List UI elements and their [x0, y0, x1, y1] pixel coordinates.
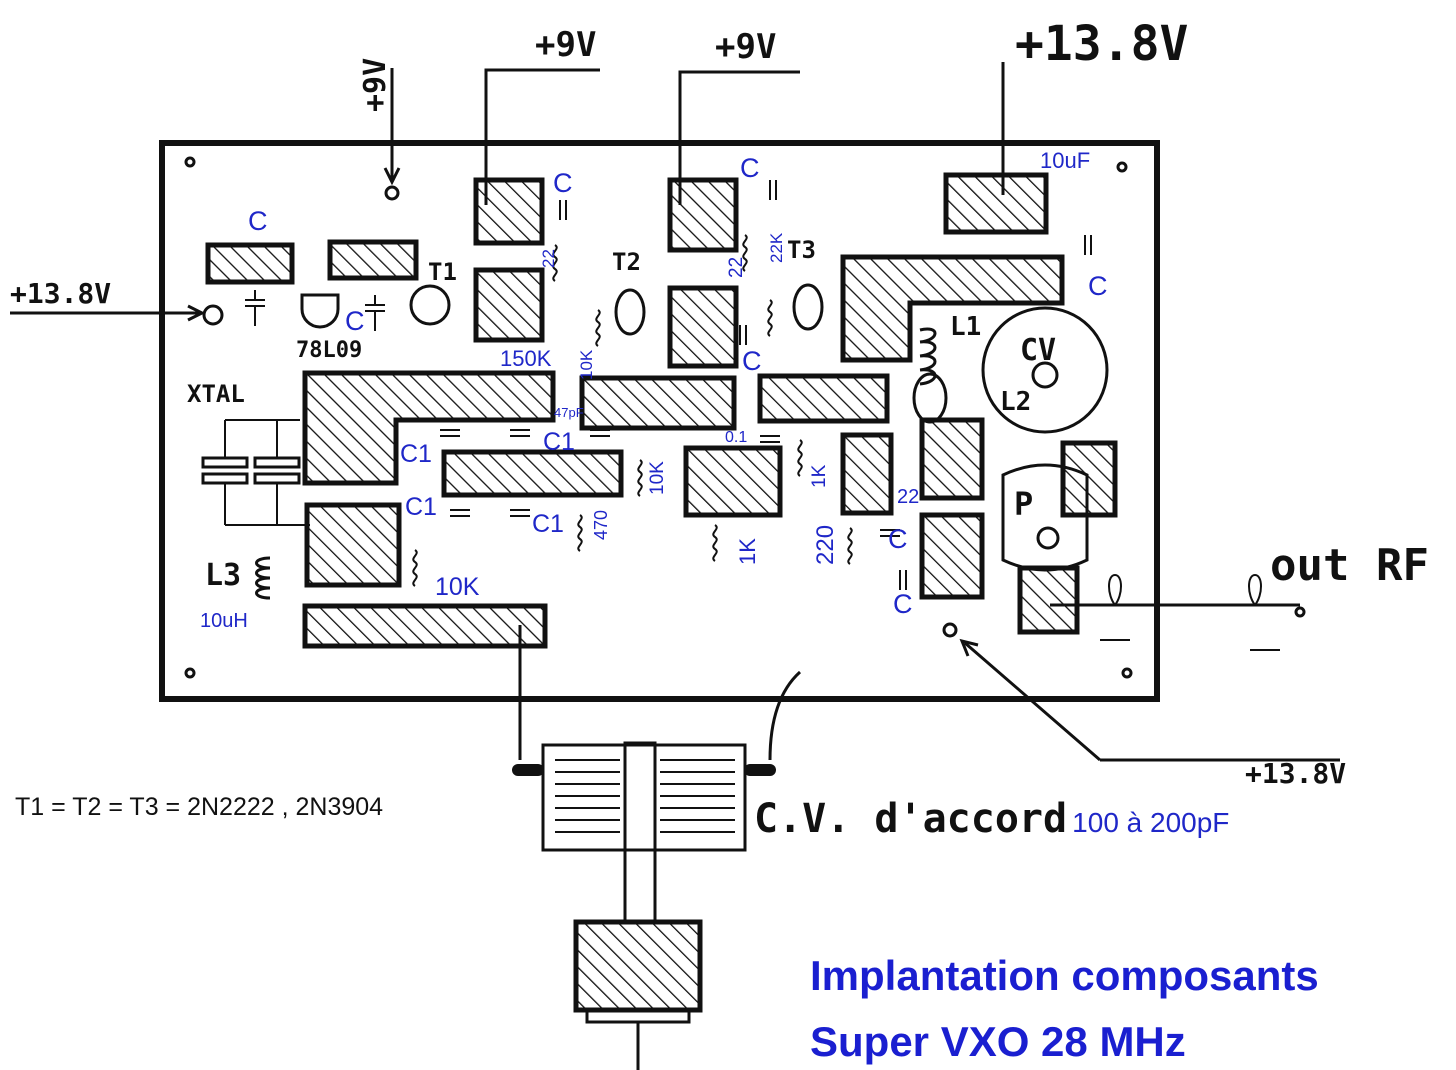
label-plus-9v-vertical: +9V [358, 58, 393, 112]
label-c-t3-a: C [888, 524, 908, 554]
label-plus-9v-top-b: +9V [715, 27, 776, 67]
label-c1-a: C1 [400, 440, 432, 468]
label-r-22-a: 22 [539, 249, 558, 268]
supply-wiring [10, 62, 1340, 762]
label-c-out: C [1088, 271, 1108, 301]
label-regulator: 78L09 [296, 338, 362, 363]
label-out-rf: out RF [1270, 540, 1429, 591]
label-l2: L2 [1000, 387, 1031, 417]
label-p: P [1014, 485, 1033, 523]
label-t2: T2 [612, 248, 641, 276]
tuning-capacitor [512, 741, 776, 1070]
components [201, 180, 1306, 651]
copper-pads [205, 172, 1118, 649]
label-plus-13-8v-bottom: +13.8V [1245, 757, 1346, 790]
transistor-note: T1 = T2 = T3 = 2N2222 , 2N3904 [15, 793, 384, 821]
label-r-1k-a: 1K [809, 464, 830, 488]
label-c1-b: C1 [543, 428, 575, 456]
label-c-regulator-out: C [345, 306, 365, 336]
cv-accord-value: 100 à 200pF [1072, 807, 1230, 838]
title-line-1: Implantation composants [810, 952, 1319, 999]
label-l3-value: 10uH [200, 610, 248, 632]
cv-accord-label: C.V. d'accord [754, 796, 1068, 842]
label-c-t2-top: C [740, 153, 760, 183]
label-plus-13-8v-top: +13.8V [1015, 16, 1188, 72]
label-plus-13-8v-left: +13.8V [10, 277, 111, 310]
label-r-10k-c: 10K [647, 461, 668, 495]
title-line-2: Super VXO 28 MHz [810, 1018, 1186, 1065]
label-r-10k-a: 10K [435, 573, 480, 601]
label-t3: T3 [787, 236, 816, 264]
label-c-regulator: C [248, 206, 268, 236]
label-r-22-b: 22 [726, 257, 747, 278]
label-r-1k-b: 1K [735, 538, 760, 565]
label-l1: L1 [950, 312, 981, 342]
label-c-t1: C [553, 168, 573, 198]
label-c-0-1: 0.1 [725, 429, 747, 446]
label-c1-d: C1 [532, 510, 564, 538]
label-l3: L3 [205, 558, 241, 593]
label-c-t3-b: C [893, 589, 913, 619]
label-c-t2-mid: C [742, 346, 762, 376]
label-r-470: 470 [591, 510, 611, 540]
mounting-holes [184, 156, 1133, 679]
label-c-47pf: 47pF [554, 405, 584, 420]
label-t1: T1 [428, 258, 457, 286]
label-r-10k-b: 10K [577, 349, 596, 380]
label-plus-9v-top-a: +9V [535, 25, 596, 65]
label-r-22k: 22K [767, 232, 786, 263]
cv-accord-note: C.V. d'accord 100 à 200pF [754, 796, 1229, 842]
label-xtal: XTAL [187, 380, 245, 408]
label-c1-c: C1 [405, 493, 437, 521]
label-r-220: 220 [812, 525, 839, 565]
label-r-22-c: 22 [897, 486, 919, 508]
label-r-150k: 150K [500, 346, 552, 371]
label-c-10uf: 10uF [1040, 148, 1090, 173]
label-cv: CV [1020, 333, 1056, 368]
